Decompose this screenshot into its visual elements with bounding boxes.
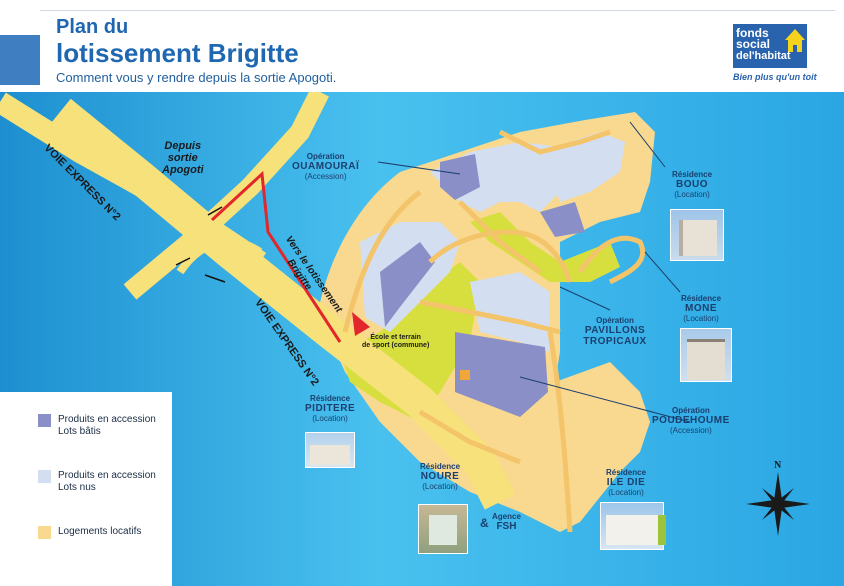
built-lot-kabar [540, 202, 585, 237]
agency-label: & Agence FSH [480, 512, 521, 532]
fsh-logo: fonds social del'habitat Bien plus qu'un… [733, 24, 817, 86]
place-mone: Résidence MONE (Location) [681, 294, 721, 323]
place-kind: Opération [306, 152, 345, 161]
photo-iledie [600, 502, 666, 550]
from-exit-line2: sortie [167, 152, 198, 164]
expressway-upper [0, 92, 267, 272]
place-name: BOUO [676, 179, 709, 190]
photo-mone [680, 328, 732, 382]
logo-box: fonds social del'habitat [733, 24, 807, 68]
bare-lots-ne [540, 132, 625, 202]
from-exit-line3: Apogoti [162, 164, 204, 176]
place-kind: Opération [672, 406, 710, 415]
legend-swatch [38, 470, 51, 483]
photo-piditere [305, 432, 355, 468]
place-name: PAVILLONS TROPICAUX [583, 325, 647, 347]
place-status: (Location) [422, 482, 458, 491]
legend-line1: Logements locatifs [58, 526, 142, 537]
place-kind: Résidence [310, 394, 351, 403]
school-line1: École et terrain [370, 334, 421, 341]
logo-slogan: Bien plus qu'un toit [733, 72, 817, 82]
place-kind: Résidence [420, 462, 461, 471]
place-poudehoume: Opération POUDEHOUME (Accession) [652, 406, 730, 435]
legend-line1: Produits en accession [58, 470, 156, 481]
place-status: (Location) [683, 314, 719, 323]
legend-label: Produits en accession Lots nus [58, 470, 156, 494]
exit-loop [176, 237, 263, 275]
leader-lines [377, 121, 691, 423]
legend-line2: Lots nus [58, 482, 96, 493]
agency-prefix: & [480, 516, 489, 530]
agency-line2: FSH [496, 521, 517, 532]
place-name: NOURE [420, 471, 460, 482]
route-arrow-icon [352, 312, 370, 336]
school-label: École et terrain de sport (commune) [362, 334, 429, 350]
school-line2: de sport (commune) [362, 342, 430, 349]
place-status: (Location) [312, 414, 348, 423]
place-name: POUDEHOUME [652, 415, 730, 426]
from-exit-line1: Depuis [164, 140, 202, 152]
direction-arrow-icon [207, 206, 223, 216]
place-status: (Accession) [670, 426, 712, 435]
legend-line1: Produits en accession [58, 414, 156, 425]
place-name: MONE [685, 303, 718, 314]
photo-bouo [670, 209, 724, 261]
place-name: ILE DIE [606, 477, 646, 488]
bare-lots-center [470, 272, 550, 352]
place-kind: Résidence [672, 170, 713, 179]
place-piditere: Résidence PIDITERE (Location) [305, 394, 355, 423]
logo-line2: social [736, 37, 771, 51]
place-status: (Location) [608, 488, 644, 497]
place-name: PIDITERE [305, 403, 356, 414]
place-status: (Accession) [304, 172, 347, 181]
built-lot-west [380, 242, 435, 327]
compass-icon [746, 472, 810, 536]
place-iledie: Résidence ILE DIE (Location) [606, 468, 646, 497]
page-title: lotissement Brigitte [56, 38, 299, 68]
agency-line1: Agence [492, 512, 521, 521]
place-bouo: Résidence BOUO (Location) [672, 170, 712, 199]
legend-label: Produits en accession Lots bâtis [58, 414, 156, 438]
place-ouamourai: Opération OUAMOURAÏ (Accession) [292, 152, 359, 181]
header-accent-block [0, 35, 40, 85]
place-kind: Opération [596, 316, 634, 325]
logo-line1: fonds [736, 26, 769, 40]
place-name: OUAMOURAÏ [292, 161, 360, 172]
legend: Produits en accession Lots bâtis Produit… [0, 392, 172, 586]
direction-arrow-icon [204, 274, 226, 283]
estate-streets [342, 129, 646, 533]
legend-swatch [38, 526, 51, 539]
built-lot-marker [460, 370, 470, 380]
direction-arrow-icon [175, 257, 191, 266]
header: Plan du lotissement Brigitte Comment vou… [0, 0, 844, 92]
place-kind: Résidence [681, 294, 722, 303]
page-subtitle: Comment vous y rendre depuis la sortie A… [56, 70, 337, 85]
page-title-line1: Plan du [56, 16, 129, 38]
built-lot-ouamourai [440, 154, 480, 200]
built-lot-poudehoume [455, 332, 548, 417]
route-line [210, 170, 342, 343]
legend-line2: Lots bâtis [58, 426, 101, 437]
legend-label: Logements locatifs [58, 526, 141, 538]
place-noure: Résidence NOURE (Location) [420, 462, 460, 491]
place-status: (Location) [674, 190, 710, 199]
compass-north: N [774, 460, 782, 471]
photo-noure [418, 504, 468, 554]
logo-line3: del'habitat [736, 50, 791, 62]
header-rule [40, 10, 835, 11]
place-kind: Résidence [606, 468, 647, 477]
from-exit-label: Depuis sortie Apogoti [162, 140, 204, 176]
logo-house-icon [785, 29, 805, 52]
legend-swatch [38, 414, 51, 427]
place-pavillons: Opération PAVILLONS TROPICAUX [580, 316, 650, 347]
